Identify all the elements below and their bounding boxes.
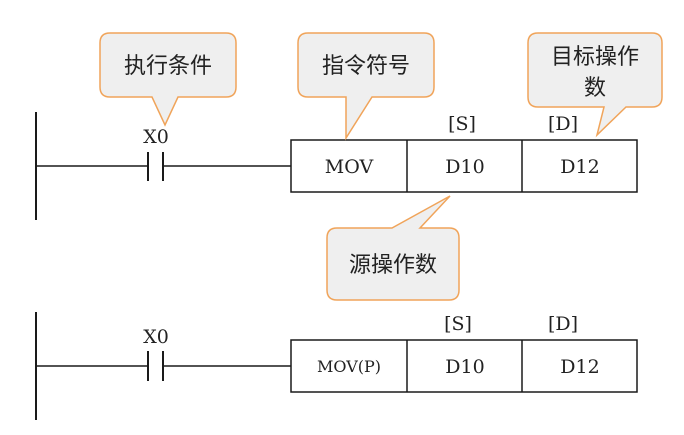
callout-opcode-text: 指令符号 (322, 54, 410, 79)
callout-source: 源操作数 (326, 195, 460, 301)
destination-operand-cell: D12 (560, 156, 599, 178)
source-label: [S] (448, 113, 476, 135)
instruction-box (290, 139, 638, 193)
callout-source-text: 源操作数 (349, 253, 437, 278)
source-operand-cell: D10 (445, 156, 484, 178)
opcode-cell: MOV (325, 156, 374, 178)
callout-target-text-line2: 数 (584, 76, 606, 101)
callout-condition-text: 执行条件 (124, 54, 212, 79)
source-operand-cell: D10 (445, 356, 484, 378)
destination-label: [D] (548, 113, 578, 135)
rung-1: X0 MOV D10 D12 [S] [D] (35, 112, 638, 220)
contact-label: X0 (143, 326, 169, 348)
callout-target-text-line1: 目标操作 (551, 45, 639, 70)
destination-operand-cell: D12 (560, 356, 599, 378)
destination-label: [D] (548, 313, 578, 335)
callout-condition: 执行条件 (99, 32, 237, 127)
callout-opcode: 指令符号 (297, 32, 435, 141)
contact-label: X0 (143, 126, 169, 148)
opcode-cell: MOV(P) (317, 357, 381, 376)
callout-target: 目标操作 数 (527, 32, 663, 138)
source-label: [S] (444, 313, 472, 335)
rung-2: X0 MOV(P) D10 D12 [S] [D] (35, 312, 638, 420)
instruction-box (290, 339, 638, 393)
